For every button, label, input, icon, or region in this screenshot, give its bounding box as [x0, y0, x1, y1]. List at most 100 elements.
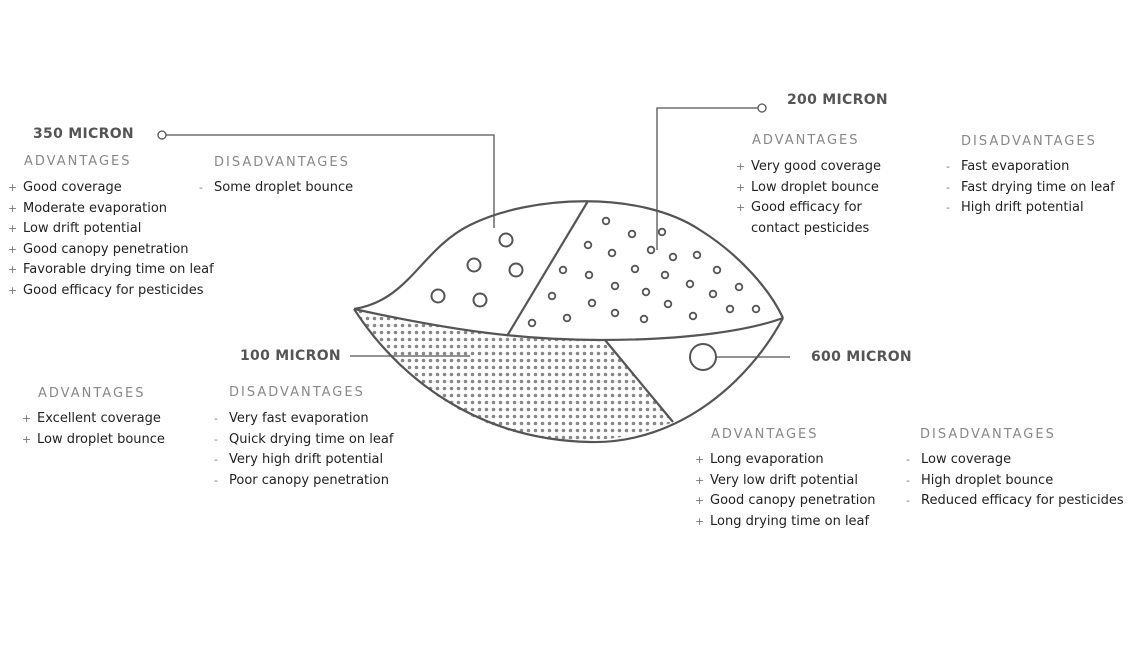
list-item-text: Excellent coverage	[37, 411, 161, 426]
minus-icon: -	[214, 453, 218, 467]
droplet-200	[547, 291, 557, 301]
droplet-200	[558, 265, 568, 275]
list-item: -Quick drying time on leaf	[214, 430, 393, 451]
list-item: -Low coverage	[906, 450, 1124, 471]
list-item-text: Good efficacy for	[751, 200, 862, 216]
list-item: +Low drift potential	[8, 219, 214, 240]
droplet-350	[430, 288, 446, 304]
list-item: -Very high drift potential	[214, 450, 393, 471]
minus-icon: -	[906, 473, 910, 487]
list-item-text: Favorable drying time on leaf	[23, 262, 214, 278]
plus-icon: +	[695, 494, 705, 508]
droplet-200	[627, 229, 637, 239]
droplet-200	[562, 313, 572, 323]
list-item-text: Very good coverage	[751, 159, 881, 174]
list-item: +Good canopy penetration	[8, 240, 214, 261]
list-item: + Long evaporation	[695, 450, 876, 471]
droplet-200	[639, 314, 649, 324]
plus-icon: +	[695, 514, 705, 528]
list-item: +Good efficacy for pesticides	[8, 281, 214, 302]
minus-icon: -	[906, 494, 910, 508]
list-item-text: Very fast evaporation	[229, 411, 369, 426]
list-item-text: Fast evaporation	[961, 159, 1070, 174]
list-item: + Very low drift potential	[695, 471, 876, 492]
list-item-text: Low coverage	[921, 452, 1012, 467]
header-100-advantages: ADVANTAGES	[38, 386, 146, 401]
connector-350-endpoint	[157, 130, 167, 140]
list-item: -High drift potential	[946, 198, 1115, 219]
plus-icon: +	[736, 201, 746, 215]
header-200-disadvantages: DISADVANTAGES	[961, 134, 1097, 149]
list-item-text: Moderate evaporation	[23, 200, 168, 216]
list-item: -Some droplet bounce	[199, 178, 353, 199]
droplet-200	[663, 299, 673, 309]
droplet-600	[689, 343, 717, 371]
list-item-text: Very low drift potential	[710, 472, 858, 488]
droplet-200	[527, 318, 537, 328]
plus-icon: +	[8, 201, 18, 215]
title-100-micron: 100 MICRON	[240, 348, 341, 364]
header-350-disadvantages: DISADVANTAGES	[214, 155, 350, 170]
list-item: + Moderate evaporation	[8, 199, 214, 220]
list-item-text: Low droplet bounce	[37, 431, 165, 447]
droplet-200	[668, 252, 678, 262]
list-item: + Long drying time on leaf	[695, 512, 876, 533]
minus-icon: -	[214, 432, 218, 446]
droplet-200	[657, 227, 667, 237]
list-item: + Good canopy penetration	[695, 491, 876, 512]
list-item: +Very good coverage	[736, 157, 881, 178]
list-item: -Poor canopy penetration	[214, 471, 393, 492]
droplet-200	[734, 282, 744, 292]
title-200-micron: 200 MICRON	[787, 92, 888, 108]
plus-icon: +	[8, 242, 18, 256]
droplet-200	[584, 270, 594, 280]
list-200-disadvantages: -Fast evaporation-Fast drying time on le…	[946, 157, 1115, 219]
list-item: -Reduced efficacy for pesticides	[906, 491, 1124, 512]
droplet-200	[587, 298, 597, 308]
list-item: +Low droplet bounce	[22, 430, 165, 451]
connector-350	[166, 134, 495, 228]
droplet-200	[708, 289, 718, 299]
minus-icon: -	[906, 453, 910, 466]
list-600-advantages: + Long evaporation + Very low drift potenti…	[695, 450, 876, 532]
connector-200-endpoint	[757, 103, 767, 113]
list-100-advantages: +Excellent coverage+Low droplet bounce	[22, 409, 165, 450]
minus-icon: -	[946, 180, 950, 194]
minus-icon: -	[199, 181, 203, 194]
droplet-200	[583, 240, 593, 250]
list-item: -Fast evaporation	[946, 157, 1115, 178]
droplet-200	[601, 216, 611, 226]
list-item-text: contact pesticides	[751, 220, 870, 236]
droplet-200	[725, 304, 735, 314]
title-600-micron: 600 MICRON	[811, 349, 912, 365]
minus-icon: -	[946, 160, 950, 173]
list-100-disadvantages: -Very fast evaporation-Quick drying time…	[214, 409, 393, 491]
droplet-200	[751, 304, 761, 314]
plus-icon: +	[736, 180, 746, 194]
list-item-text: Fast drying time on leaf	[961, 179, 1115, 195]
list-item: +Low droplet bounce	[736, 178, 881, 199]
list-item: contact pesticides	[736, 219, 881, 240]
list-item-text: Long evaporation	[710, 452, 824, 467]
minus-icon: -	[214, 473, 218, 487]
list-350-disadvantages: -Some droplet bounce	[199, 178, 353, 199]
list-350-advantages: +Good coverage + Moderate evaporation +Low …	[8, 178, 214, 302]
header-350-advantages: ADVANTAGES	[24, 154, 132, 169]
droplet-200	[641, 287, 651, 297]
leaf-outline	[353, 200, 784, 444]
list-item-text: Long drying time on leaf	[710, 513, 870, 529]
list-item-text: Good canopy penetration	[710, 493, 876, 509]
minus-icon: -	[214, 412, 218, 425]
list-item-text: Good efficacy for pesticides	[23, 282, 204, 298]
list-item: + Good efficacy for	[736, 198, 881, 219]
list-item-text: Reduced efficacy for pesticides	[921, 493, 1124, 509]
plus-icon: +	[695, 473, 705, 487]
plus-icon: +	[695, 453, 705, 466]
list-item: +Good coverage	[8, 178, 214, 199]
list-item: -Very fast evaporation	[214, 409, 393, 430]
droplet-200	[610, 281, 620, 291]
list-item: -High droplet bounce	[906, 471, 1124, 492]
list-item: -Fast drying time on leaf	[946, 178, 1115, 199]
